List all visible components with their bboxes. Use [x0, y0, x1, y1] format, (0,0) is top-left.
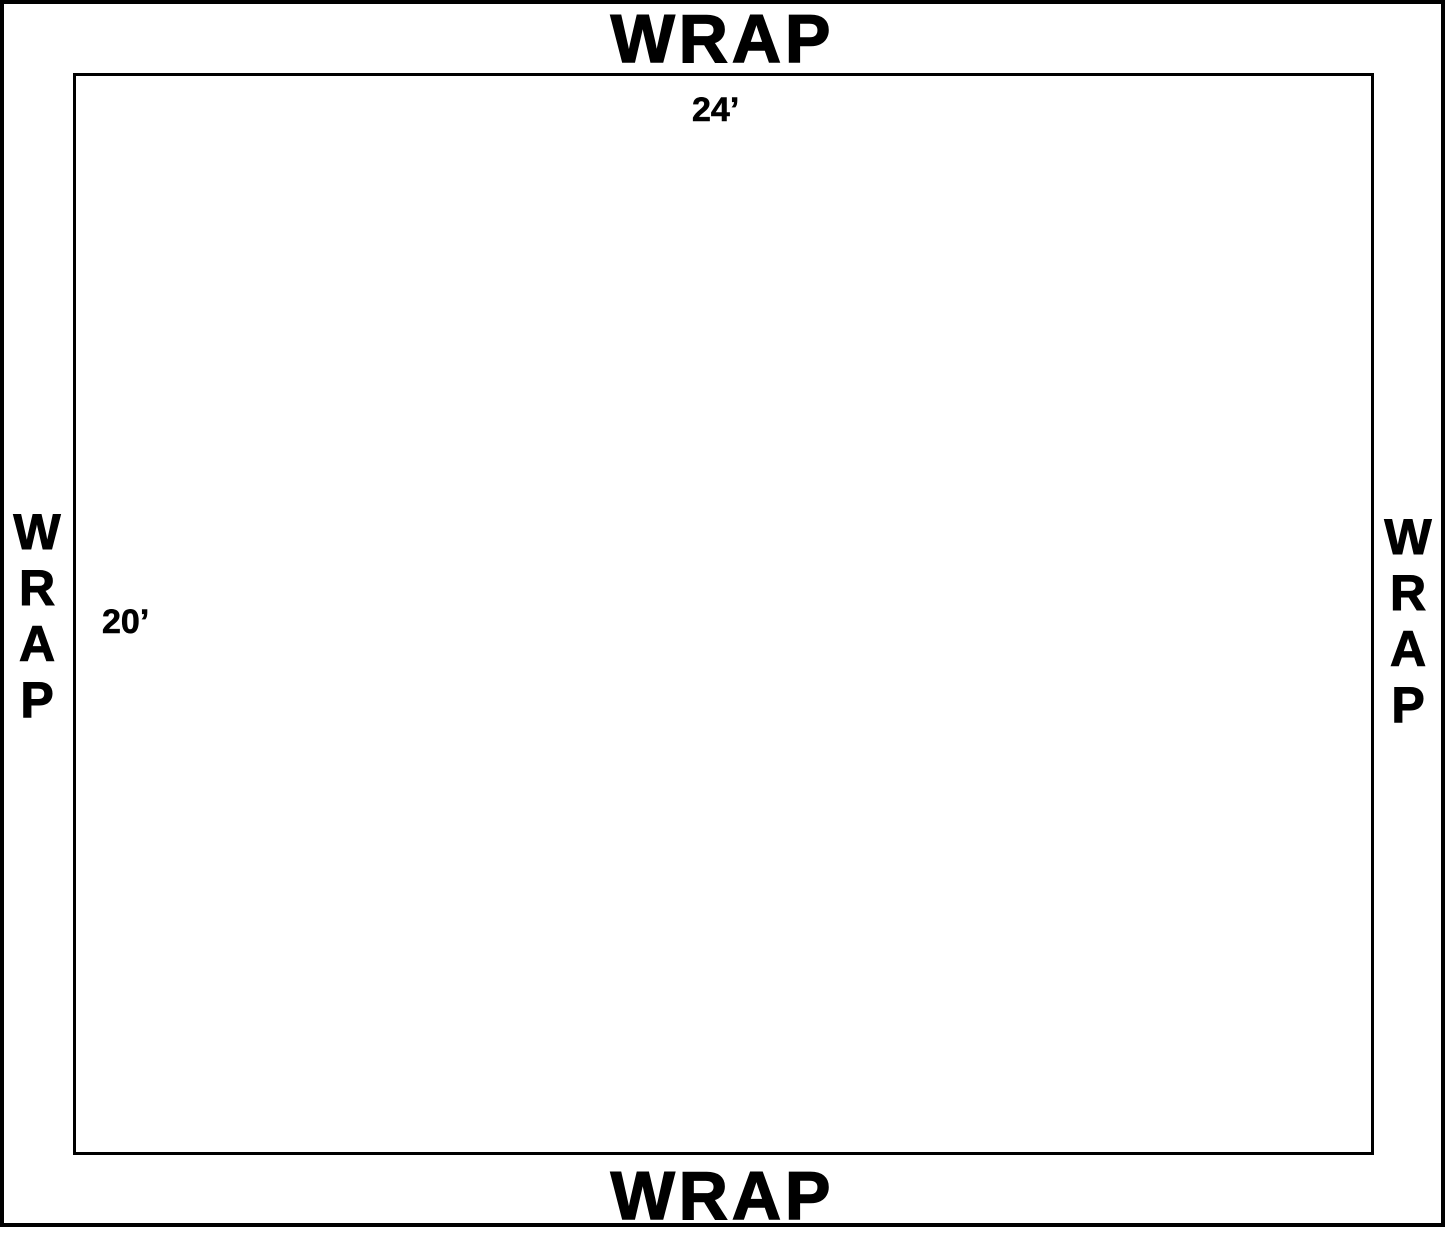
wrap-label-top: WRAP [610, 1, 835, 77]
height-dimension-label: 20’ [102, 603, 150, 641]
wrap-left-letter: R [18, 560, 56, 617]
wrap-left-letter: P [20, 672, 54, 729]
wrap-left-letter: W [13, 504, 61, 561]
wrap-right-letter: P [1391, 677, 1425, 734]
wrap-label-bottom: WRAP [610, 1158, 835, 1234]
wrap-right-letter: R [1389, 565, 1427, 622]
wrap-right-letter: W [1384, 509, 1432, 566]
inner-area-rectangle [73, 73, 1374, 1155]
wrap-left-letter: A [18, 616, 56, 673]
wrap-right-letter: A [1389, 621, 1427, 678]
width-dimension-label: 24’ [692, 91, 740, 129]
wrap-label-right: W R A P [1375, 509, 1441, 734]
wrap-label-left: W R A P [4, 504, 70, 729]
